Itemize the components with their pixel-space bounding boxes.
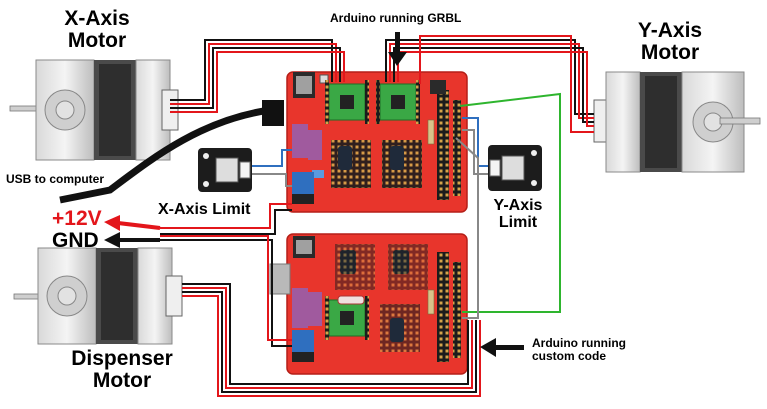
usb-to-computer-label: USB to computer — [6, 172, 105, 186]
dispenser-motor-label: Dispenser Motor — [52, 347, 192, 393]
dispenser-motor — [13, 247, 183, 345]
y-axis-limit-label-line2: Limit — [498, 213, 538, 231]
x-axis-motor-label: X-Axis Motor — [47, 7, 147, 53]
grbl-board — [286, 71, 468, 213]
arduino-custom-label-line2: custom code — [532, 348, 607, 363]
dispenser-motor-label-line1: Dispenser — [71, 347, 173, 370]
y-axis-motor — [593, 71, 761, 173]
arduino-grbl-label: Arduino running GRBL — [330, 11, 462, 25]
y-axis-motor-label-line1: Y-Axis — [637, 19, 703, 42]
y-axis-motor-label-line2: Motor — [640, 41, 700, 65]
x-motor-wires — [170, 39, 345, 113]
x-axis-limit-label: X-Axis Limit — [158, 201, 251, 218]
usb-plug — [262, 100, 284, 126]
plus-12v-label: +12V — [52, 207, 102, 230]
y-limit-wires — [462, 117, 488, 175]
x-axis-motor-label-line1: X-Axis — [64, 7, 130, 30]
y-axis-limit-switch — [488, 145, 542, 191]
gnd-label: GND — [52, 229, 99, 252]
power-wires — [160, 203, 292, 347]
x-axis-motor — [9, 59, 179, 161]
y-axis-limit-label-line1: Y-Axis — [493, 197, 543, 214]
y-motor-wires — [385, 35, 594, 133]
green-signal-wire — [459, 92, 561, 313]
x-limit-wires — [252, 149, 292, 187]
y-axis-motor-label: Y-Axis Motor — [620, 19, 720, 65]
arrow-12v — [104, 215, 161, 231]
dispenser-motor-label-line2: Motor — [92, 369, 152, 393]
usb-cable — [59, 106, 271, 204]
arrow-to-custom — [480, 338, 524, 357]
arduino-custom-label-line1: Arduino running — [532, 336, 626, 350]
arrow-to-grbl — [388, 32, 407, 66]
arrow-gnd — [104, 232, 160, 248]
x-axis-limit-switch — [198, 148, 252, 192]
x-axis-motor-label-line2: Motor — [67, 29, 127, 53]
y-axis-limit-label: Y-Axis Limit — [478, 197, 558, 232]
custom-code-board — [269, 233, 468, 375]
gray-signal-wire — [455, 137, 479, 319]
dispenser-motor-wires — [182, 283, 481, 397]
arduino-custom-label: Arduino running custom code — [532, 337, 626, 362]
